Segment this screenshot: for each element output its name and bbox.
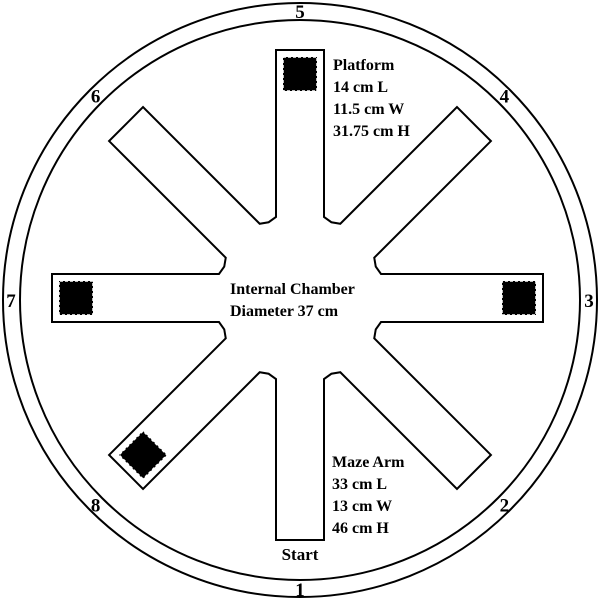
platform-height: 31.75 cm H xyxy=(333,123,410,140)
chamber-diameter: Diameter 37 cm xyxy=(230,303,339,320)
platform-label: Platform 14 cm L 11.5 cm W 31.75 cm H xyxy=(333,57,410,140)
inner-wall-circle xyxy=(19,19,581,581)
platform-arm-8 xyxy=(117,429,169,481)
arm-height: 46 cm H xyxy=(332,520,389,537)
arm-number-6: 6 xyxy=(91,87,101,108)
platform-arm-7 xyxy=(58,280,94,316)
maze-arms-outline xyxy=(51,49,544,541)
arm-title: Maze Arm xyxy=(332,454,405,471)
arm-width: 13 cm W xyxy=(332,498,392,515)
arm-label: Maze Arm 33 cm L 13 cm W 46 cm H xyxy=(332,454,405,537)
arm-number-1: 1 xyxy=(295,580,305,601)
platform-arm-3 xyxy=(501,280,537,316)
arm-length: 33 cm L xyxy=(332,476,387,493)
chamber-label: Internal Chamber Diameter 37 cm xyxy=(230,281,355,320)
arm-number-8: 8 xyxy=(91,495,101,516)
arm-number-7: 7 xyxy=(6,291,16,312)
platform-width: 11.5 cm W xyxy=(333,101,404,118)
platform-title: Platform xyxy=(333,57,395,74)
start-label: Start xyxy=(282,545,319,564)
platform-length: 14 cm L xyxy=(333,79,388,96)
platform-arm-5 xyxy=(282,56,318,92)
arm-number-4: 4 xyxy=(500,87,510,108)
arm-number-3: 3 xyxy=(584,291,594,312)
arm-number-5: 5 xyxy=(295,2,305,23)
chamber-title: Internal Chamber xyxy=(230,281,355,298)
arm-number-2: 2 xyxy=(500,495,510,516)
